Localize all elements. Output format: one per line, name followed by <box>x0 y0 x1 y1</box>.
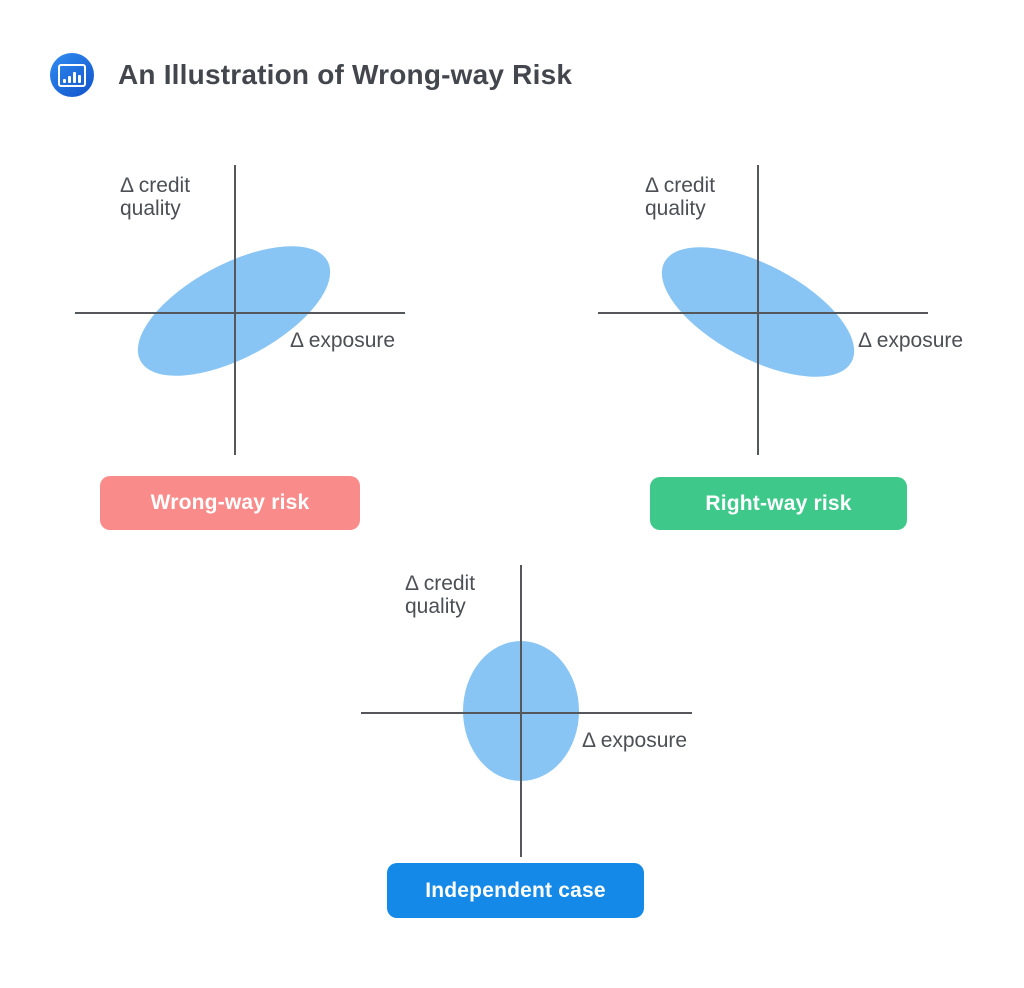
wrong-way-y-axis <box>234 165 236 455</box>
independent-badge: Independent case <box>387 863 644 918</box>
right-way-x-axis-label: Δ exposure <box>858 329 964 352</box>
independent-x-axis <box>361 712 692 714</box>
right-way-y-axis <box>757 165 759 455</box>
page-title: An Illustration of Wrong-way Risk <box>118 59 573 90</box>
independent-y-axis <box>520 565 522 857</box>
wrong-way-x-axis <box>75 312 405 314</box>
right-way-y-axis-label: Δ credit quality <box>645 174 716 220</box>
wrong-way-badge: Wrong-way risk <box>100 476 360 530</box>
wrong-way-x-axis-label: Δ exposure <box>290 329 396 352</box>
bar-chart-icon <box>50 53 94 97</box>
right-way-x-axis <box>598 312 928 314</box>
wrong-way-y-axis-label: Δ credit quality <box>120 174 191 220</box>
independent-y-axis-label: Δ credit quality <box>405 572 476 618</box>
bar-chart-icon-frame <box>58 63 86 87</box>
right-way-badge: Right-way risk <box>650 477 907 530</box>
independent-x-axis-label: Δ exposure <box>582 729 688 752</box>
